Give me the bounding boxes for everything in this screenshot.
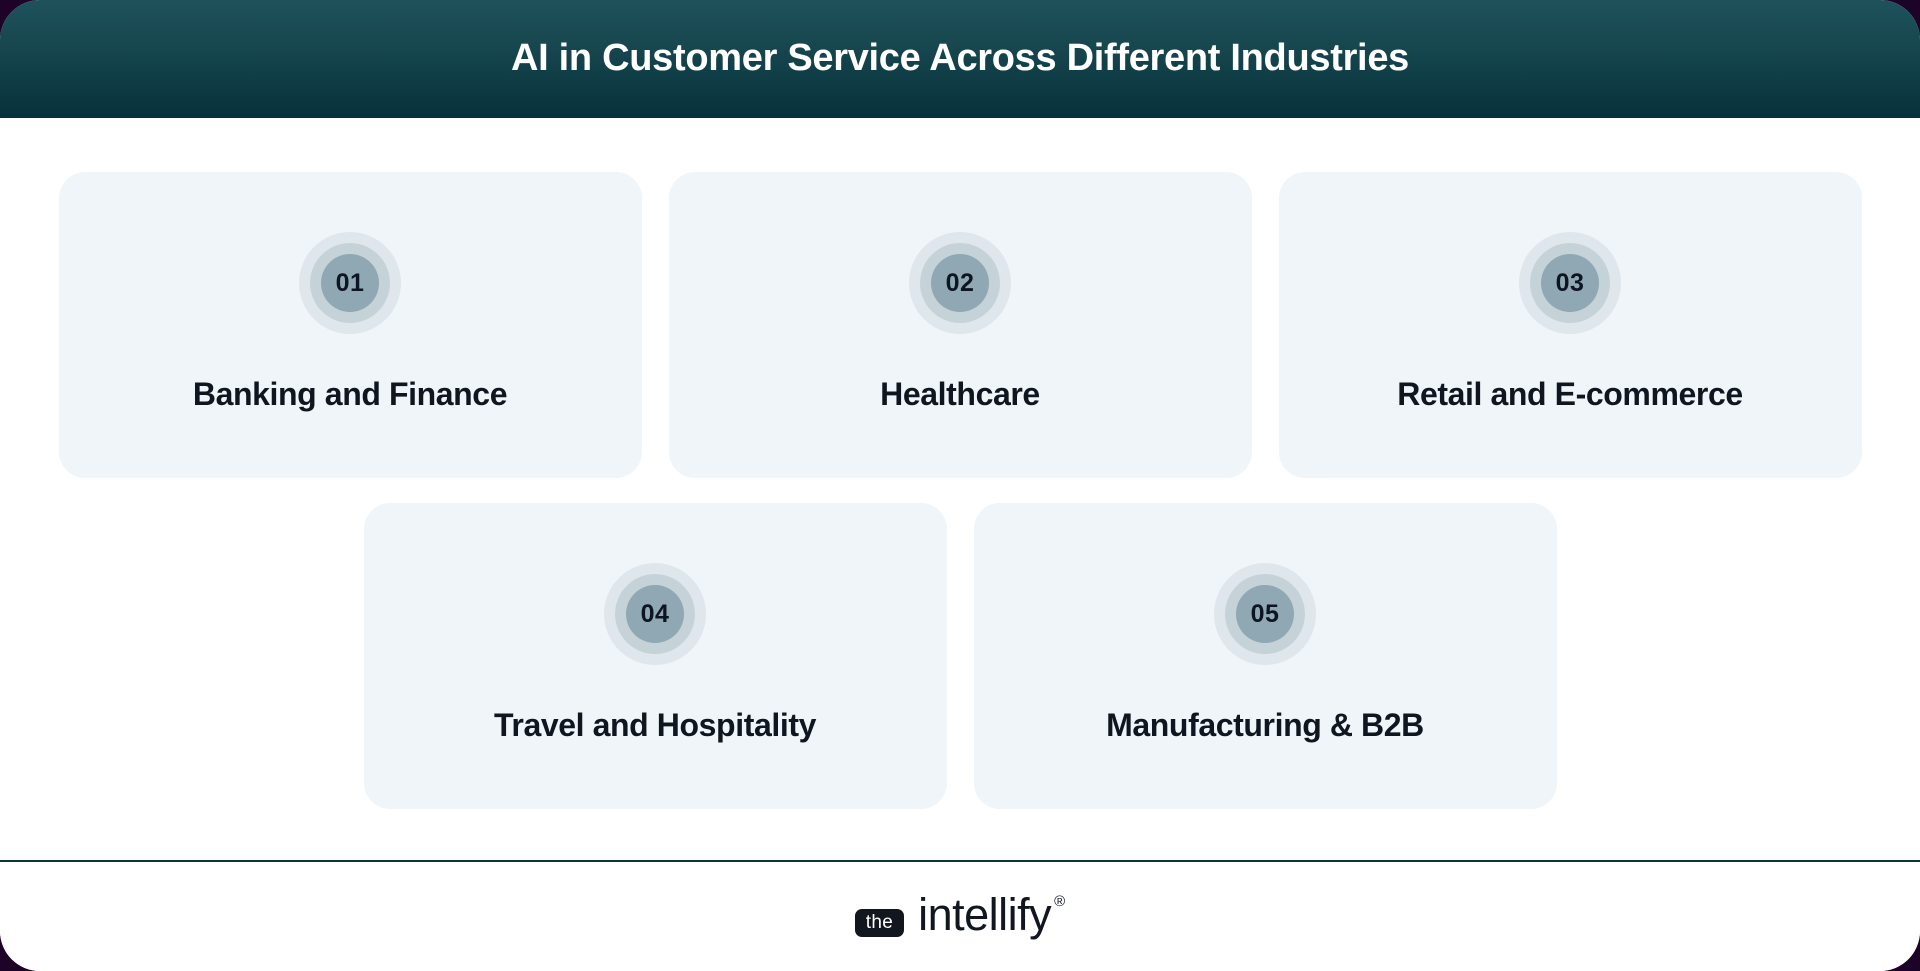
card-title: Healthcare	[880, 376, 1040, 412]
card-number: 03	[1555, 268, 1585, 297]
number-badge-ring-inner: 02	[931, 254, 989, 312]
card-title: Banking and Finance	[192, 376, 508, 412]
logo-wordmark: intellify ®	[918, 892, 1065, 937]
number-badge-ring-mid: 02	[920, 243, 1000, 323]
card-number: 05	[1250, 599, 1280, 628]
footer-bar: the intellify ®	[0, 860, 1920, 971]
industry-card-retail-and-ecommerce[interactable]: 03 Retail and E-commerce	[1278, 172, 1862, 478]
number-badge-ring-inner: 01	[321, 254, 379, 312]
cards-row-bottom: 04 Travel and Hospitality 05 Manufacturi…	[0, 503, 1920, 809]
brand-logo[interactable]: the intellify ®	[854, 892, 1065, 937]
number-badge-ring-outer: 04	[604, 563, 706, 665]
number-badge-ring-mid: 05	[1225, 574, 1305, 654]
card-title: Manufacturing & B2B	[1106, 707, 1424, 743]
card-title: Retail and E-commerce	[1397, 376, 1743, 412]
logo-the-badge: the	[854, 908, 905, 937]
number-badge-ring-mid: 01	[310, 243, 390, 323]
card-number: 04	[640, 599, 670, 628]
cards-row-top: 01 Banking and Finance 02 Healthcare	[0, 172, 1920, 478]
number-badge-ring-mid: 04	[615, 574, 695, 654]
number-badge-ring-outer: 01	[299, 232, 401, 334]
number-badge-ring-outer: 03	[1519, 232, 1621, 334]
industry-card-healthcare[interactable]: 02 Healthcare	[668, 172, 1252, 478]
number-badge-ring-outer: 02	[909, 232, 1011, 334]
number-badge-ring-mid: 03	[1530, 243, 1610, 323]
page-title: AI in Customer Service Across Different …	[511, 37, 1409, 80]
number-badge-ring-inner: 05	[1236, 585, 1294, 643]
number-badge-ring-inner: 03	[1541, 254, 1599, 312]
header-banner: AI in Customer Service Across Different …	[0, 0, 1920, 118]
registered-trademark-icon: ®	[1054, 893, 1066, 910]
card-number: 01	[335, 268, 365, 297]
cards-area: 01 Banking and Finance 02 Healthcare	[0, 118, 1920, 860]
card-title: Travel and Hospitality	[494, 707, 816, 743]
card-number: 02	[945, 268, 975, 297]
logo-word-text: intellify	[918, 889, 1052, 940]
number-badge-ring-outer: 05	[1214, 563, 1316, 665]
industry-card-travel-and-hospitality[interactable]: 04 Travel and Hospitality	[363, 503, 947, 809]
number-badge-ring-inner: 04	[626, 585, 684, 643]
industry-card-manufacturing-and-b2b[interactable]: 05 Manufacturing & B2B	[973, 503, 1557, 809]
industry-card-banking-and-finance[interactable]: 01 Banking and Finance	[58, 172, 642, 478]
